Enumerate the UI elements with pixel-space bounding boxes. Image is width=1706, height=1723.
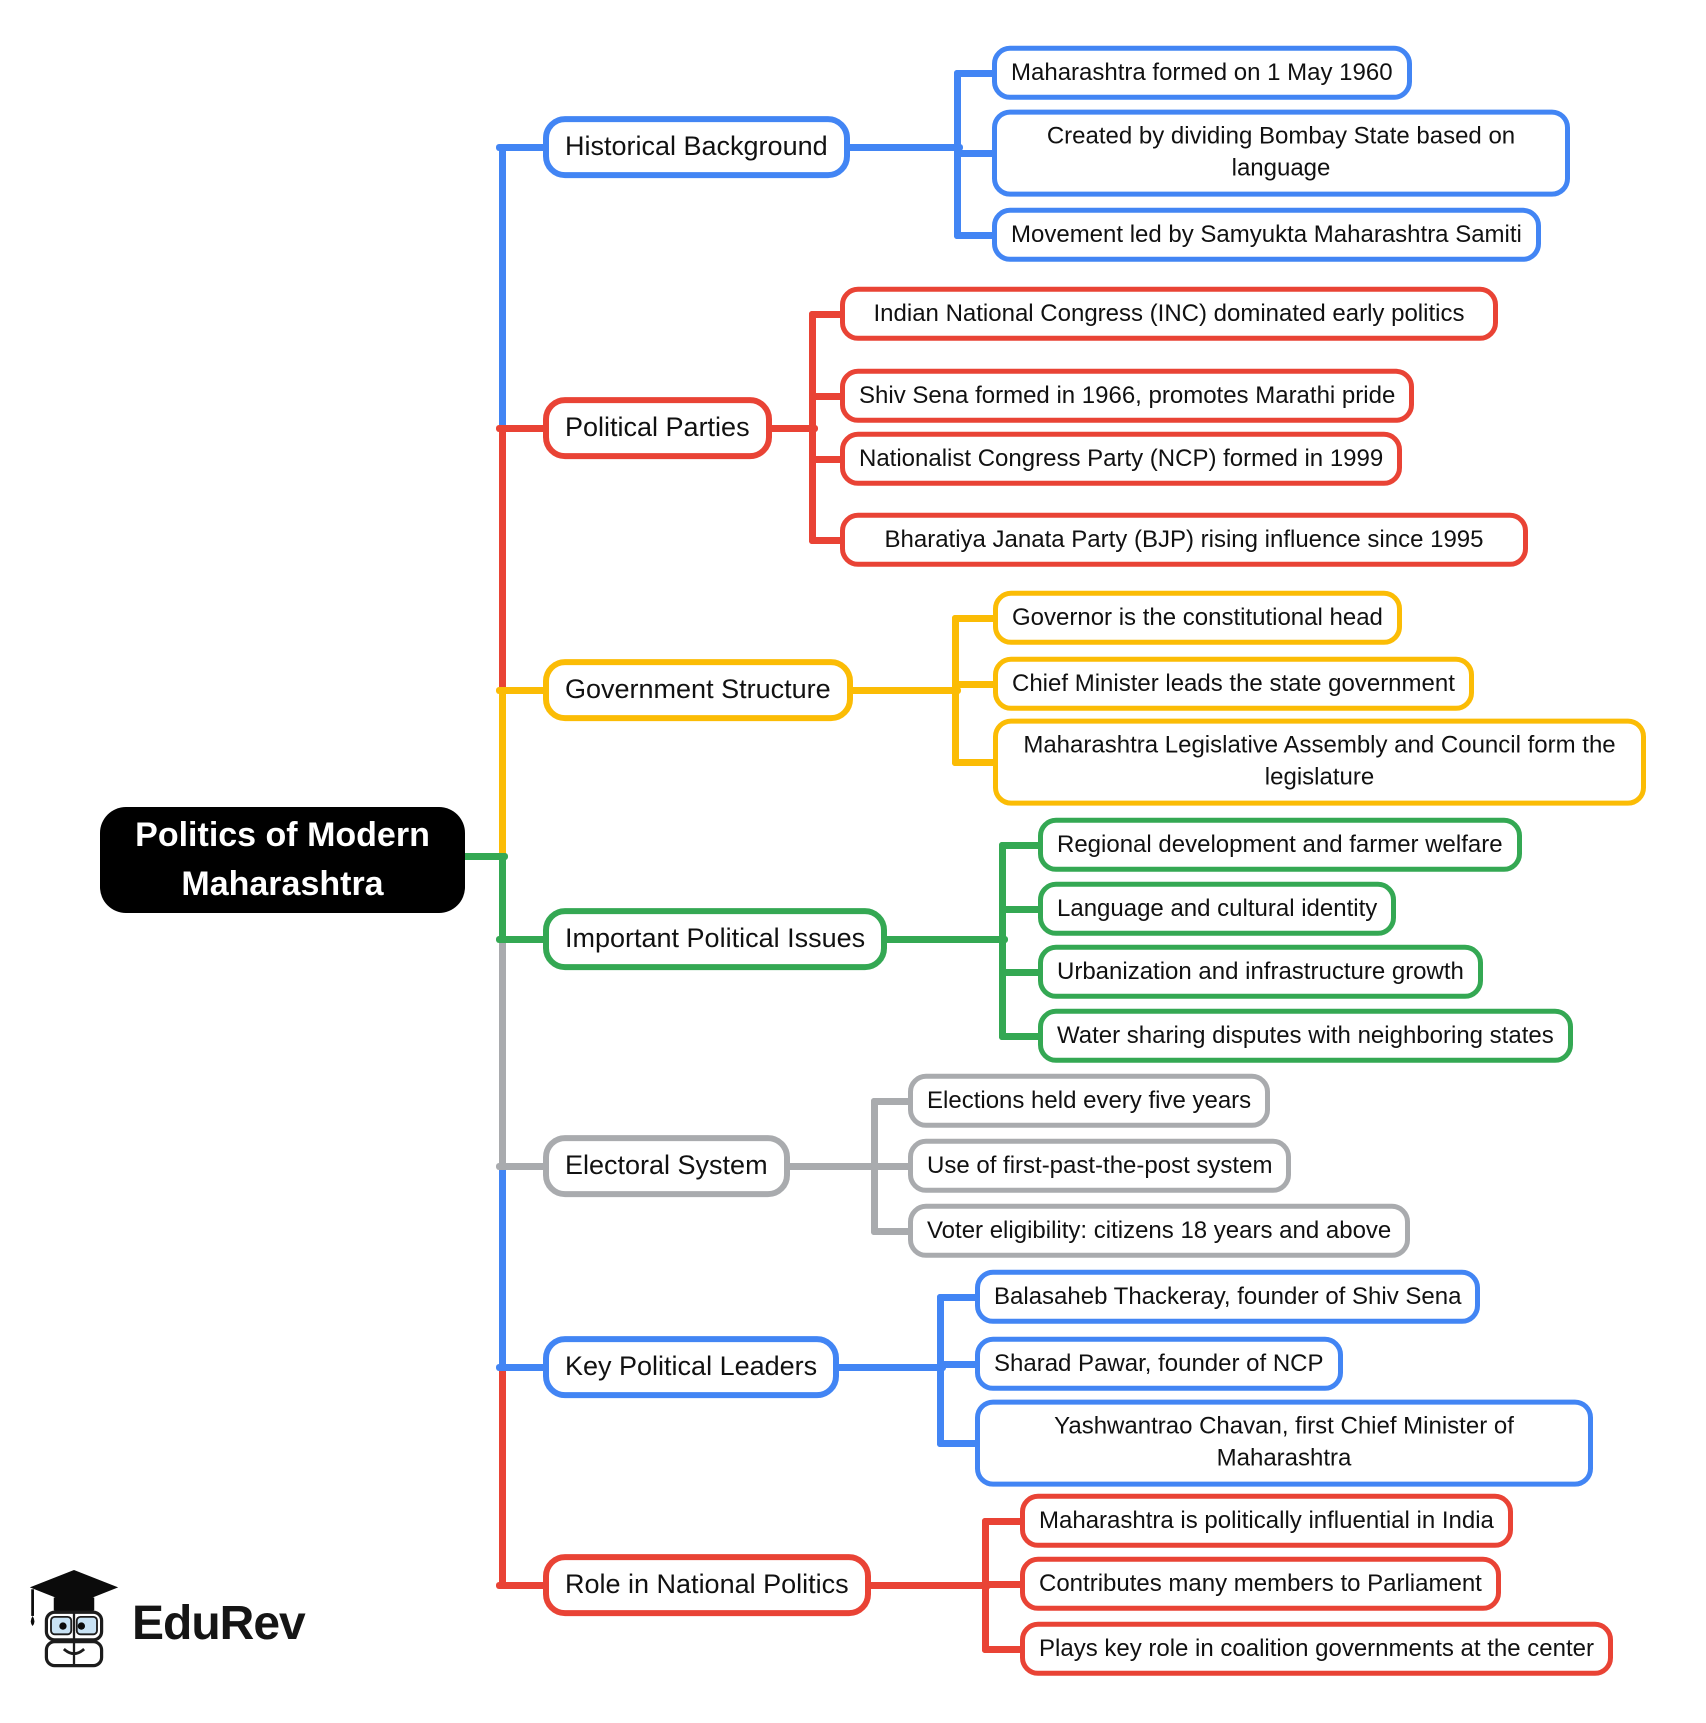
- leaf-connector-line: [953, 69, 1026, 77]
- leaf-node-role-in-national-politics-1: Maharashtra is politically influential i…: [1020, 1493, 1513, 1549]
- branch-node-electoral-system: Electoral System: [543, 1135, 790, 1197]
- leaf-node-political-parties-4: Bharatiya Janata Party (BJP) rising infl…: [840, 512, 1528, 568]
- leaf-node-historical-background-1: Maharashtra formed on 1 May 1960: [992, 45, 1412, 101]
- trunk-line: [498, 852, 506, 943]
- leaf-connector-line: [953, 149, 1026, 157]
- leaf-node-historical-background-2: Created by dividing Bombay State based o…: [992, 109, 1570, 197]
- leaf-node-important-political-issues-1: Regional development and farmer welfare: [1038, 817, 1522, 873]
- trunk-line: [498, 1363, 506, 1589]
- leaf-node-political-parties-1: Indian National Congress (INC) dominated…: [840, 286, 1498, 342]
- leaf-node-important-political-issues-2: Language and cultural identity: [1038, 881, 1397, 937]
- leaf-node-political-parties-2: Shiv Sena formed in 1966, promotes Marat…: [840, 368, 1415, 424]
- trunk-line: [498, 1162, 506, 1371]
- subtrunk-line: [951, 614, 959, 766]
- leaf-node-historical-background-3: Movement led by Samyukta Maharashtra Sam…: [992, 207, 1541, 263]
- leaf-node-electoral-system-1: Elections held every five years: [908, 1073, 1271, 1129]
- leaf-node-key-political-leaders-2: Sharad Pawar, founder of NCP: [975, 1336, 1343, 1392]
- leaf-node-political-parties-3: Nationalist Congress Party (NCP) formed …: [840, 431, 1403, 487]
- branch-node-important-political-issues: Important Political Issues: [543, 908, 888, 970]
- leaf-connector-line: [936, 1293, 1009, 1301]
- edurev-wordmark: EduRev: [132, 1597, 306, 1650]
- leaf-node-role-in-national-politics-3: Plays key role in coalition governments …: [1020, 1621, 1613, 1677]
- branch-node-historical-background: Historical Background: [543, 116, 850, 178]
- trunk-line: [498, 143, 506, 432]
- branch-node-role-in-national-politics: Role in National Politics: [543, 1554, 871, 1616]
- trunk-line: [498, 424, 506, 694]
- leaf-connector-line: [951, 614, 1027, 622]
- leaf-node-electoral-system-3: Voter eligibility: citizens 18 years and…: [908, 1203, 1411, 1259]
- subtrunk-line: [808, 310, 816, 544]
- subtrunk-line: [936, 1293, 944, 1447]
- leaf-connector-line: [870, 1227, 942, 1235]
- leaf-node-important-political-issues-3: Urbanization and infrastructure growth: [1038, 944, 1483, 1000]
- leaf-connector-line: [998, 968, 1072, 976]
- trunk-line: [498, 935, 506, 1170]
- leaf-node-government-structure-3: Maharashtra Legislative Assembly and Cou…: [993, 718, 1646, 806]
- leaf-node-electoral-system-2: Use of first-past-the-post system: [908, 1138, 1292, 1194]
- leaf-connector-line: [998, 841, 1072, 849]
- central-topic-node: Politics of Modern Maharashtra: [100, 807, 465, 913]
- leaf-connector-line: [936, 1360, 1009, 1368]
- leaf-connector-line: [870, 1162, 942, 1170]
- leaf-node-key-political-leaders-3: Yashwantrao Chavan, first Chief Minister…: [975, 1399, 1593, 1487]
- edurev-logo: EduRev: [28, 1568, 306, 1679]
- leaf-connector-line: [998, 905, 1072, 913]
- graduation-cap-mascot-icon: [28, 1568, 120, 1679]
- leaf-node-important-political-issues-4: Water sharing disputes with neighboring …: [1038, 1008, 1573, 1064]
- leaf-connector-line: [981, 1645, 1054, 1653]
- leaf-node-government-structure-1: Governor is the constitutional head: [993, 590, 1402, 646]
- leaf-connector-line: [870, 1097, 942, 1105]
- branch-node-political-parties: Political Parties: [543, 397, 772, 459]
- leaf-node-government-structure-2: Chief Minister leads the state governmen…: [993, 656, 1474, 712]
- leaf-connector-line: [951, 758, 1027, 766]
- subtrunk-line: [998, 841, 1006, 1040]
- central-topic-label: Politics of Modern Maharashtra: [135, 815, 430, 903]
- branch-node-government-structure: Government Structure: [543, 659, 853, 721]
- leaf-connector-line: [936, 1439, 1009, 1447]
- leaf-connector-line: [981, 1517, 1054, 1525]
- leaf-connector-line: [953, 231, 1026, 239]
- leaf-node-role-in-national-politics-2: Contributes many members to Parliament: [1020, 1556, 1501, 1612]
- leaf-connector-line: [981, 1580, 1054, 1588]
- leaf-node-key-political-leaders-1: Balasaheb Thackeray, founder of Shiv Sen…: [975, 1269, 1481, 1325]
- leaf-connector-line: [998, 1032, 1072, 1040]
- central-connector-line: [454, 852, 508, 860]
- trunk-line: [498, 686, 506, 860]
- branch-node-key-political-leaders: Key Political Leaders: [543, 1336, 840, 1398]
- leaf-connector-line: [951, 680, 1027, 688]
